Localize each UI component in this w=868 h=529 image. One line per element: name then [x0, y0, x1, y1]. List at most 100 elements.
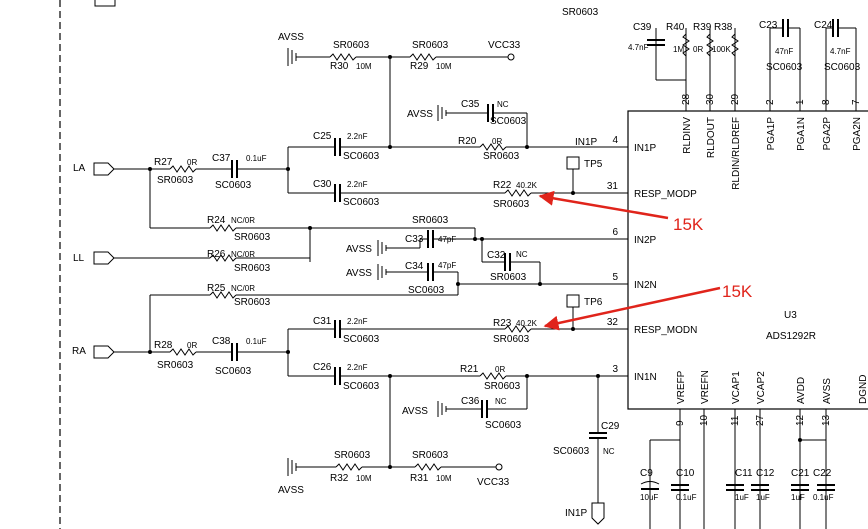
label-c32-value: NC	[516, 250, 528, 259]
label-c26-value: 2.2nF	[347, 363, 368, 372]
avss-ground-top-left	[287, 48, 297, 66]
label-c29-pkg: SC0603	[553, 446, 590, 457]
label-c35-value: NC	[497, 100, 509, 109]
resistor-r22	[504, 189, 532, 197]
label-r32: R32	[330, 473, 349, 484]
label-r32-pkg: SR0603	[334, 450, 371, 461]
u3-left-pins: 4IN1P31RESP_MODP6IN2P5IN2N32RESP_MODN3IN…	[607, 135, 697, 383]
label-c36-value: NC	[495, 397, 507, 406]
u3-pin-number: 28	[681, 93, 692, 105]
label-sr0603-top: SR0603	[562, 7, 599, 18]
label-r24-pkg: SR0603	[234, 232, 271, 243]
label-c37: C37	[212, 153, 231, 164]
resistor-r21	[479, 372, 507, 380]
u3-pin-name: IN1N	[634, 372, 657, 383]
avss-ground-bottom-left	[287, 458, 297, 476]
label-r20-value: 0R	[492, 137, 502, 146]
u3-pin-name: PGA2P	[822, 117, 833, 151]
label-sr0603-mid: SR0603	[412, 215, 449, 226]
label-c34-value: 47pF	[438, 261, 456, 270]
label-r26: R26	[207, 249, 226, 260]
label-r26-value: NC/0R	[231, 250, 255, 259]
label-r30-pkg: SR0603	[333, 40, 370, 51]
label-avss-c33: AVSS	[346, 244, 372, 255]
label-c33-value: 47pF	[438, 235, 456, 244]
u3-pin-name: PGA2N	[852, 117, 863, 151]
label-r39-value: 0R	[693, 45, 703, 54]
label-c35-pkg: SC0603	[490, 116, 527, 127]
u3-pin-number: 13	[821, 414, 832, 426]
u3-pin-name: VCAP1	[731, 371, 742, 404]
label-c36: C36	[461, 396, 480, 407]
label-tp5: TP5	[584, 159, 603, 170]
label-c38-pkg: SC0603	[215, 366, 252, 377]
label-r21-pkg: SR0603	[484, 381, 521, 392]
label-r22-pkg: SR0603	[493, 199, 530, 210]
ra-connector[interactable]	[93, 345, 115, 359]
u3-pin-number: 11	[730, 415, 741, 426]
u3-pin-name: RLDOUT	[706, 117, 717, 158]
label-avss-c35: AVSS	[407, 109, 433, 120]
label-c25-value: 2.2nF	[347, 132, 368, 141]
label-r28-pkg: SR0603	[157, 360, 194, 371]
u3-pin-number: 7	[851, 99, 862, 105]
label-u3-part: ADS1292R	[766, 331, 816, 342]
label-ra: RA	[72, 346, 86, 357]
avss-ground-c34	[377, 264, 387, 280]
u3-pin-number: 9	[675, 420, 686, 426]
u3-pin-number: 6	[612, 227, 618, 238]
u3-pin-number: 32	[607, 317, 619, 328]
label-avss-top-left: AVSS	[278, 32, 304, 43]
label-c23-value: 47nF	[775, 47, 793, 56]
resistor-r23	[504, 325, 532, 333]
label-c9-value: 10uF	[640, 493, 658, 502]
resistor-r31	[414, 463, 442, 471]
label-tp6: TP6	[584, 297, 603, 308]
capacitor-c9	[640, 481, 660, 485]
resistor-r30	[329, 53, 357, 61]
testpoint-tp5	[566, 156, 580, 170]
la-connector[interactable]	[93, 162, 115, 176]
label-u3: U3	[784, 310, 797, 321]
label-c30-value: 2.2nF	[347, 180, 368, 189]
u3-pin-number: 5	[612, 272, 618, 283]
label-c38-value: 0.1uF	[246, 337, 267, 346]
label-c31: C31	[313, 316, 332, 327]
label-r38: R38	[714, 22, 733, 33]
label-c32: C32	[487, 250, 506, 261]
ll-connector[interactable]	[93, 251, 115, 265]
label-c25-pkg: SC0603	[343, 151, 380, 162]
label-c23: C23	[759, 20, 778, 31]
in1p-bottom-connector[interactable]	[591, 502, 605, 525]
u3-body	[627, 110, 868, 410]
label-c29-value: NC	[603, 447, 615, 456]
u3-pin-name: IN2N	[634, 280, 657, 291]
label-vcc33-bottom: VCC33	[477, 477, 510, 488]
label-r32-value: 10M	[356, 474, 372, 483]
label-c24-value: 4.7nF	[830, 47, 851, 56]
label-c25: C25	[313, 131, 332, 142]
label-avss-bottom-left: AVSS	[278, 485, 304, 496]
u3-pin-number: 1	[795, 99, 806, 105]
annotation-15k-top: 15K	[673, 215, 704, 234]
u3-pin-name: DGND	[858, 375, 868, 404]
label-c30-pkg: SC0603	[343, 197, 380, 208]
label-la: LA	[73, 163, 86, 174]
label-r20-pkg: SR0603	[483, 151, 520, 162]
resistor-r20	[479, 143, 507, 151]
label-r25-pkg: SR0603	[234, 297, 271, 308]
u3-pin-name: AVSS	[822, 378, 833, 404]
label-c23-pkg: SC0603	[766, 62, 803, 73]
u3-pin-number: 3	[612, 364, 618, 375]
label-c10: C10	[676, 468, 695, 479]
resistor-r27	[169, 165, 197, 173]
u3-bottom-pins: VREFP9VREFN10VCAP111VCAP227AVDD12AVSS13D…	[675, 370, 868, 426]
u3-pin-number: 29	[730, 93, 741, 105]
resistor-r32	[335, 463, 363, 471]
u3-top-pins: 28RLDINV30RLDOUT29RLDIN/RLDREF2PGA1P1PGA…	[681, 93, 863, 189]
avss-ground-c33	[377, 240, 387, 256]
label-in1p-net: IN1P	[575, 137, 598, 148]
u3-pin-number: 4	[612, 135, 618, 146]
u3-pin-name: RESP_MODP	[634, 189, 697, 200]
